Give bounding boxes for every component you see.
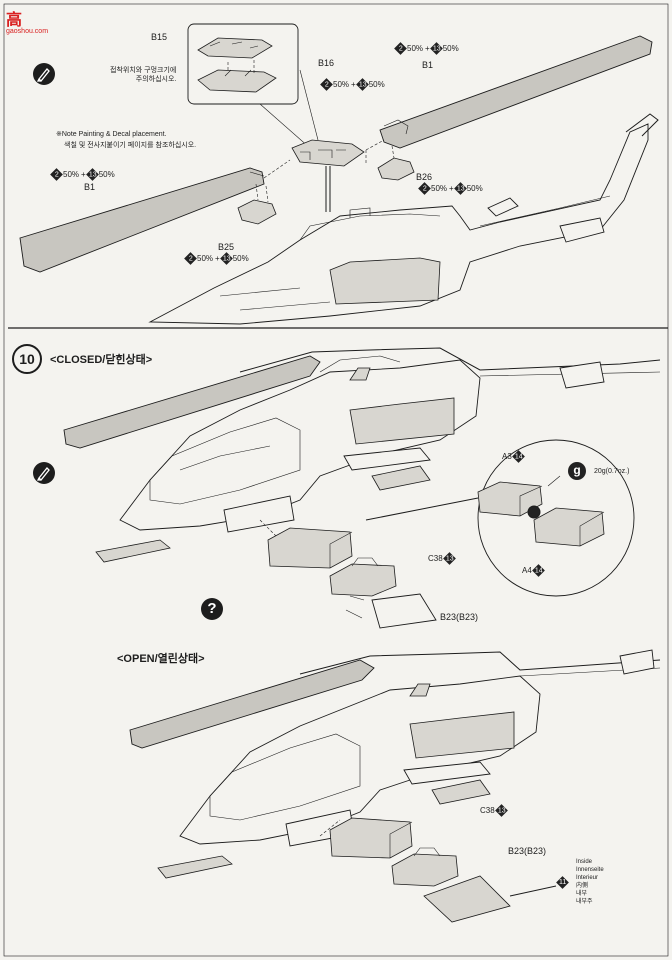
closed-box xyxy=(267,527,353,569)
paint-badge: 13 xyxy=(453,182,467,195)
step-number: 10 xyxy=(12,344,42,374)
paint-mix-left: 2 50%+ 13 50% xyxy=(50,168,115,181)
interior-color-item: 내부주 xyxy=(576,899,593,905)
open-panel-b23 xyxy=(423,875,511,923)
paint-badge: 13 xyxy=(494,804,508,817)
part-label-c38-open: C38 13 xyxy=(480,804,508,817)
paint-badge: 2 xyxy=(418,182,431,195)
interior-badge: 11 xyxy=(556,876,569,889)
paint-badge: 13 xyxy=(219,252,233,265)
paint-mix-b26: 2 50%+ 13 50% xyxy=(418,182,483,195)
interior-color-item: Inside xyxy=(576,859,593,865)
part-label-b26: B26 xyxy=(416,172,433,182)
blade-grip-b25 xyxy=(237,199,277,225)
closed-header: <CLOSED/닫힌상태> xyxy=(50,354,153,366)
watermark-char: 高 xyxy=(6,12,23,29)
paint-badge: 14 xyxy=(511,450,525,463)
weight-value: 20g(0.7oz.) xyxy=(594,468,630,475)
part-label-b1-left: B1 xyxy=(84,182,96,192)
paint-mix-mid: 2 50%+ 13 50% xyxy=(320,78,385,91)
paint-badge: 13 xyxy=(442,552,456,565)
question-icon: ? xyxy=(201,598,223,620)
part-label-b25: B25 xyxy=(218,242,235,252)
paint-badge: 14 xyxy=(531,564,545,577)
inset-box-b15-b16 xyxy=(187,23,299,105)
paint-badge: 2 xyxy=(320,78,333,91)
paint-badge: 2 xyxy=(50,168,63,181)
part-label-b23-closed: B23(B23) xyxy=(440,612,479,622)
weight-badge: g xyxy=(568,462,586,480)
paint-badge: 11 xyxy=(556,876,569,889)
paint-badge: 2 xyxy=(394,42,407,55)
blade-grip-b26 xyxy=(377,157,415,181)
rotor-blade-right xyxy=(379,35,653,149)
watermark-logo: 高 gaoshou.com xyxy=(6,6,48,35)
pencil-icon xyxy=(33,462,55,484)
part-label-b15: B15 xyxy=(151,32,168,42)
weight-ball xyxy=(527,505,541,519)
paint-mix-b25: 2 50%+ 13 50% xyxy=(184,252,249,265)
part-label-a3: A3 14 xyxy=(502,450,525,463)
interior-color-item: 内側 xyxy=(576,883,589,889)
paint-mix-top: 2 50%+ 13 50% xyxy=(394,42,459,55)
open-header: <OPEN/열린상태> xyxy=(117,653,205,665)
painting-note-ko: 색칠 및 전사지붙이기 페이지를 참조하십시오. xyxy=(64,142,197,149)
top-fuselage xyxy=(148,123,649,325)
paint-badge: 13 xyxy=(85,168,99,181)
rotor-hub xyxy=(291,139,365,167)
paint-badge: 13 xyxy=(429,42,443,55)
part-label-c38-closed: C38 13 xyxy=(428,552,456,565)
paint-badge: 13 xyxy=(355,78,369,91)
painting-note-en: ※Note Painting & Decal placement. xyxy=(56,131,167,138)
rotor-blade-left xyxy=(19,167,265,273)
part-label-b16: B16 xyxy=(318,58,335,68)
part-label-b1-right: B1 xyxy=(422,60,434,70)
watermark-site: gaoshou.com xyxy=(6,28,49,35)
part-label-b23-open: B23(B23) xyxy=(508,846,547,856)
interior-color-item: Interieur xyxy=(576,875,599,881)
pencil-icon xyxy=(33,63,55,85)
interior-color-item: Innenseite xyxy=(576,867,604,873)
adhesive-note: 접착위치와 구멍크기에 주의하십시오. xyxy=(110,67,177,83)
paint-badge: 2 xyxy=(184,252,197,265)
interior-color-item: 내부 xyxy=(576,891,588,897)
interior-color-list: Inside Innenseite Interieur 内側 내부 내부주 xyxy=(576,858,604,906)
part-label-a4: A4 14 xyxy=(522,564,545,577)
